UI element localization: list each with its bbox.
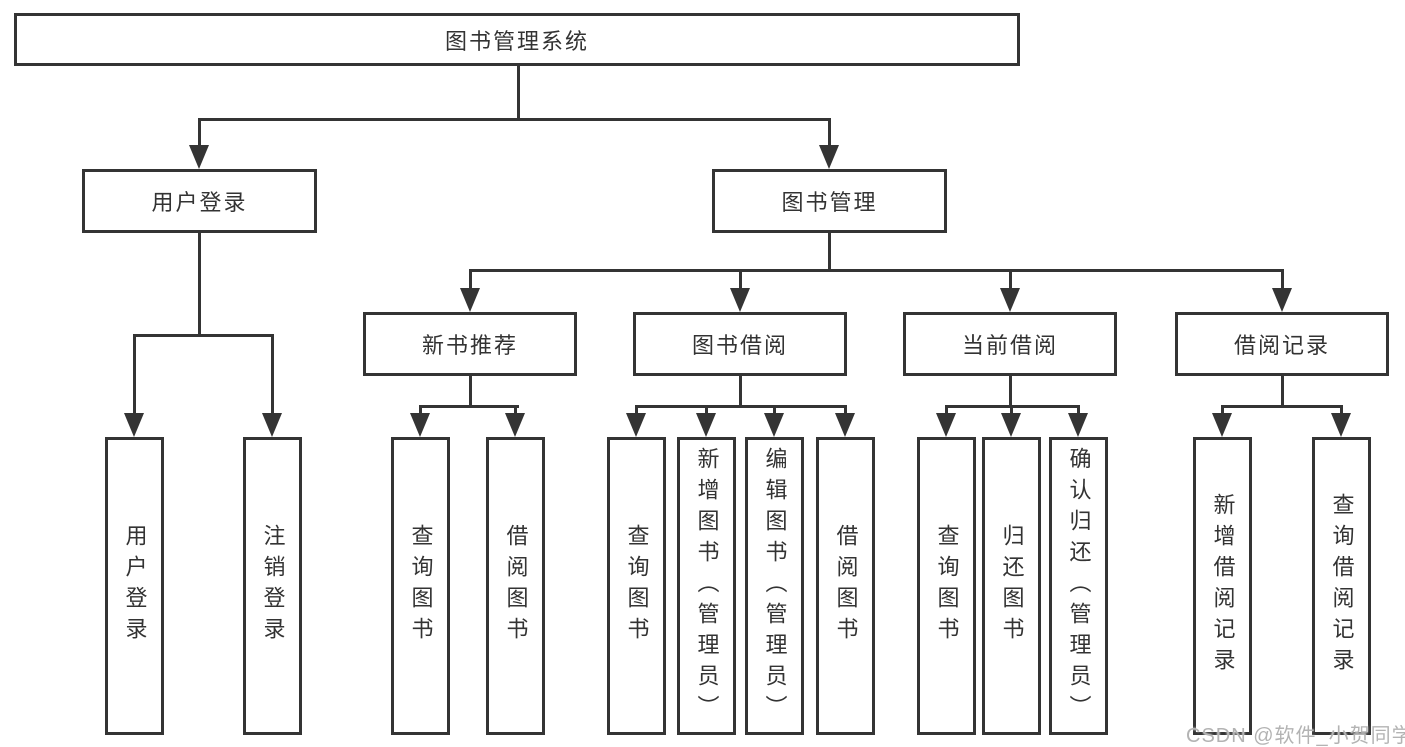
node-root: 图书管理系统 [14,13,1020,66]
connector-rail [635,405,847,408]
connector-drop [1009,269,1012,293]
leaf-query-books: 查询图书 [391,437,450,735]
connector-drop [1340,405,1343,417]
arrow-down-icon [696,413,716,437]
arrow-down-icon [1212,413,1232,437]
connector-drop [739,269,742,293]
connector-rail [1221,405,1343,408]
arrow-down-icon [936,413,956,437]
arrow-down-icon [1068,413,1088,437]
node-label: 图书借阅 [691,333,788,358]
connector-rail [419,405,519,408]
leaf-return-books: 归还图书 [982,437,1041,735]
connector-level1-rail [198,118,831,121]
leaf-query-borrow-record: 查询借阅记录 [1312,437,1371,735]
connector-drop [271,334,274,416]
arrow-down-icon [189,145,209,169]
node-current-borrow: 当前借阅 [903,312,1117,376]
arrow-down-icon [460,288,480,312]
node-new-book-recommend: 新书推荐 [363,312,577,376]
connector-drop [1221,405,1224,417]
leaf-label: 查询图书 [624,524,650,648]
connector-root-stem [517,66,520,118]
leaf-add-borrow-record: 新增借阅记录 [1193,437,1252,735]
connector-drop [1077,405,1080,417]
connector-drop [469,269,472,293]
connector-stem [1009,376,1012,407]
connector-login-stem [198,233,201,336]
connector-drop [945,405,948,417]
connector-stem [1281,376,1284,407]
connector-drop [133,334,136,416]
arrow-down-icon [262,413,282,437]
node-borrow-records: 借阅记录 [1175,312,1389,376]
arrow-down-icon [1272,288,1292,312]
connector-drop [635,405,638,417]
csdn-watermark: CSDN @软件_小贺同学 [1186,725,1405,747]
leaf-borrow-books: 借阅图书 [486,437,545,735]
leaf-edit-books-admin: 编辑图书（管理员） [745,437,804,735]
connector-drop [514,405,517,417]
arrow-down-icon [1331,413,1351,437]
node-label: 借阅记录 [1233,333,1330,358]
arrow-down-icon [764,413,784,437]
leaf-label: 查询图书 [934,524,960,648]
leaf-label: 查询图书 [408,524,434,648]
arrow-down-icon [730,288,750,312]
arrow-down-icon [626,413,646,437]
node-book-management: 图书管理 [712,169,947,233]
connector-drop [1010,405,1013,417]
leaf-user-login: 用户登录 [105,437,164,735]
connector-drop-login [198,118,201,148]
node-label: 用户登录 [151,190,248,215]
leaf-label: 借阅图书 [503,524,529,648]
connector-mgmt-rail [469,269,1284,272]
arrow-down-icon [1000,288,1020,312]
leaf-label: 注销登录 [260,524,286,648]
node-root-label: 图书管理系统 [444,28,589,54]
node-label: 当前借阅 [961,333,1058,358]
connector-stem [469,376,472,407]
leaf-add-books-admin: 新增图书（管理员） [677,437,736,735]
leaf-label: 借阅图书 [833,524,859,648]
arrow-down-icon [819,145,839,169]
arrow-down-icon [1001,413,1021,437]
leaf-label: 查询借阅记录 [1329,493,1355,679]
leaf-label: 新增图书（管理员） [694,446,720,726]
connector-drop [773,405,776,417]
arrow-down-icon [505,413,525,437]
node-user-login: 用户登录 [82,169,317,233]
leaf-label: 编辑图书（管理员） [762,446,788,726]
connector-drop [844,405,847,417]
node-label: 新书推荐 [421,333,518,358]
leaf-logout: 注销登录 [243,437,302,735]
connector-drop [419,405,422,417]
connector-drop [705,405,708,417]
connector-login-rail [133,334,274,337]
leaf-borrow-books: 借阅图书 [816,437,875,735]
leaf-label: 确认归还（管理员） [1066,446,1092,726]
connector-mgmt-stem [828,233,831,271]
arrow-down-icon [124,413,144,437]
leaf-label: 新增借阅记录 [1210,493,1236,679]
leaf-label: 归还图书 [999,524,1025,648]
leaf-query-books: 查询图书 [607,437,666,735]
node-book-borrow: 图书借阅 [633,312,847,376]
connector-drop-mgmt [828,118,831,148]
node-label: 图书管理 [781,190,878,215]
arrow-down-icon [835,413,855,437]
connector-stem [739,376,742,407]
leaf-label: 用户登录 [122,524,148,648]
connector-drop [1281,269,1284,293]
leaf-confirm-return-admin: 确认归还（管理员） [1049,437,1108,735]
leaf-query-books: 查询图书 [917,437,976,735]
arrow-down-icon [410,413,430,437]
